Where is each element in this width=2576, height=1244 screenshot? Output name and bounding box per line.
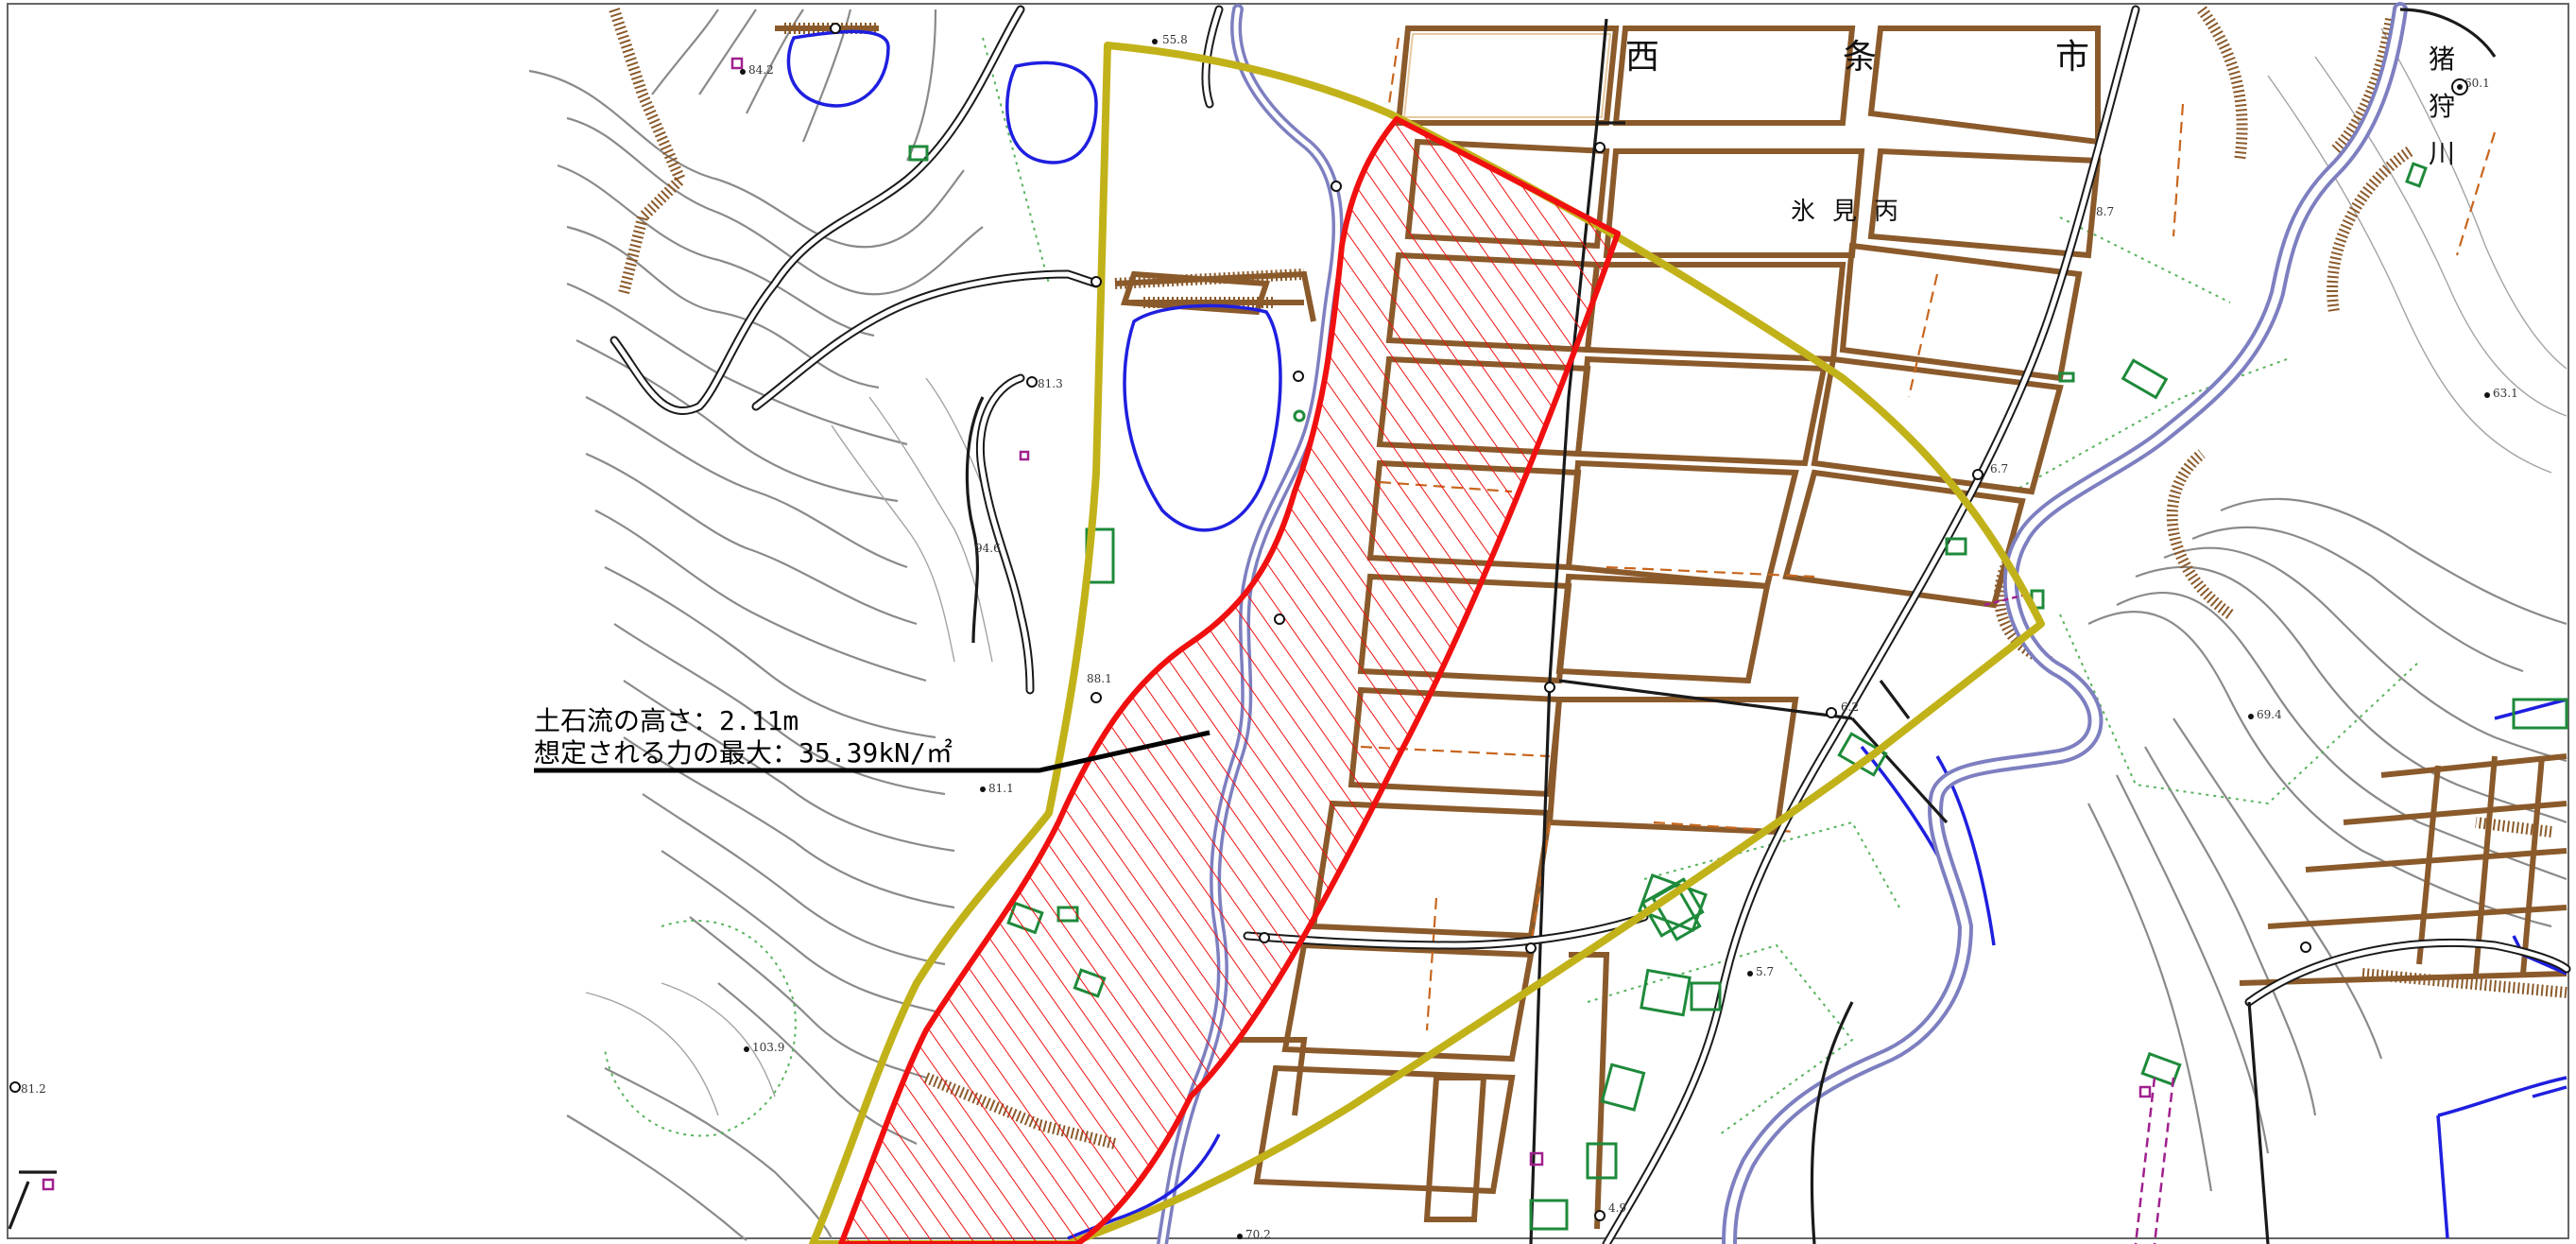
elevation-label: 70.2 — [1245, 1228, 1271, 1241]
elevation-label: 69.4 — [2257, 708, 2282, 721]
elevation-label: 8.7 — [2096, 205, 2114, 218]
place-label-sai: 西 — [1625, 38, 1659, 77]
survey-markers — [9, 23, 2468, 1221]
elevation-label: 81.3 — [1038, 377, 1063, 390]
buildings — [42, 57, 2568, 1244]
debris-flow-height-text: 土石流の高さ：2.11m — [534, 705, 799, 736]
elevation-label: 103.9 — [752, 1041, 784, 1054]
place-label-jo: 条 — [1843, 38, 1877, 77]
max-force-text: 想定される力の最大：35.39kN/㎡ — [534, 737, 953, 769]
river-label-char-1: 猪 — [2429, 43, 2455, 75]
annotation-leader-line — [534, 730, 1211, 773]
river-label-char-2: 狩 — [2429, 91, 2455, 122]
elevation-label: 5.7 — [1756, 965, 1774, 978]
elevation-label: 55.8 — [1162, 33, 1188, 46]
roads — [8, 5, 2571, 1244]
elevation-points: 55.8 84.2 81.3 94.6 88.1 81.1 103.9 70.2… — [21, 33, 2518, 1241]
red-special-warning-zone — [838, 116, 1621, 1244]
place-label-himi-hei: 氷見丙 — [1791, 198, 1915, 226]
map-frame — [7, 3, 2569, 1239]
elevation-label: 94.6 — [975, 542, 1001, 555]
elevation-label: 6.2 — [1841, 700, 1859, 714]
place-label-shi: 市 — [2055, 38, 2089, 77]
elevation-label: 60.1 — [2464, 77, 2490, 90]
elevation-label: 81.2 — [21, 1082, 46, 1096]
elevation-label: 84.2 — [748, 63, 774, 77]
elevation-label: 4.9 — [1608, 1201, 1626, 1215]
inokari-river — [1722, 2, 2408, 1244]
river-label-char-3: 川 — [2429, 138, 2455, 169]
elevation-label: 6.7 — [1990, 462, 2008, 475]
elevation-label: 81.1 — [988, 782, 1014, 795]
elevation-label: 88.1 — [1087, 672, 1112, 685]
elevation-label: 63.1 — [2493, 387, 2518, 400]
